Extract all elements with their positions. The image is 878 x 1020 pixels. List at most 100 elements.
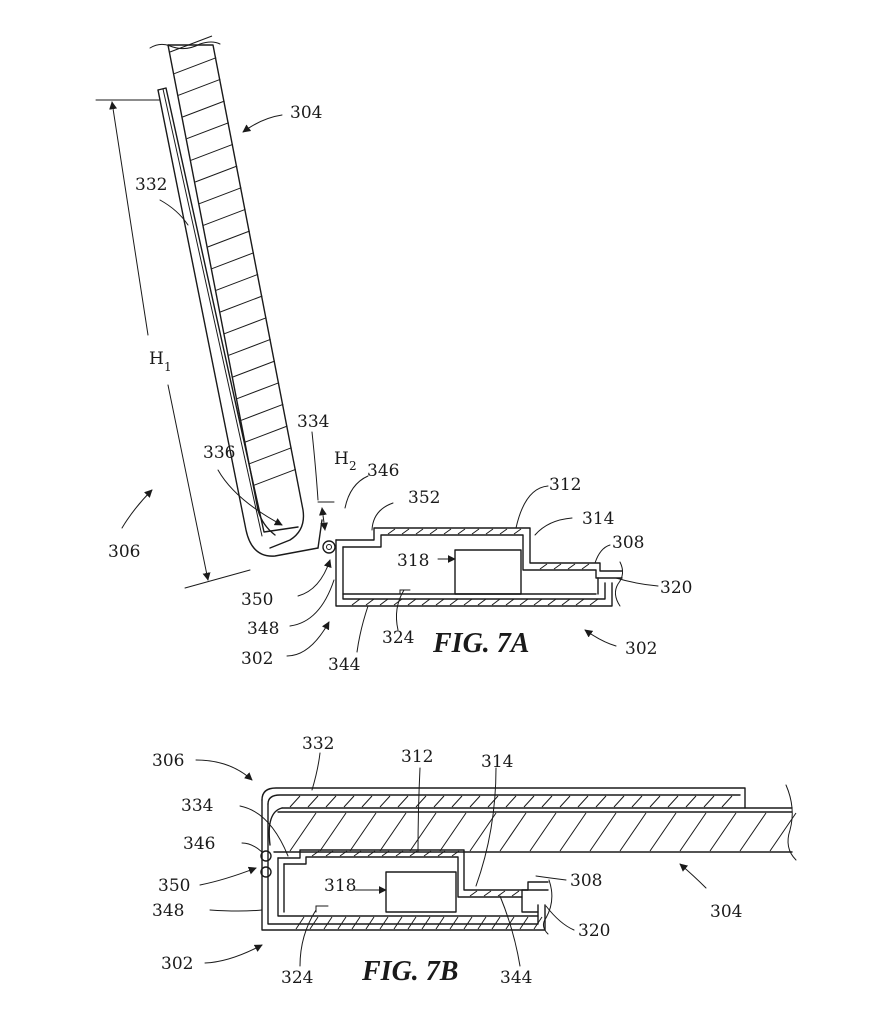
hinge-346 (322, 540, 336, 554)
hatch-line (194, 165, 238, 183)
hatch-line (567, 563, 576, 570)
hatch-line (401, 528, 410, 535)
hatch-line (559, 812, 587, 852)
hatch-line (485, 528, 494, 535)
hatch-line (561, 598, 571, 606)
hatch-line (499, 812, 527, 852)
hatch-line (415, 528, 424, 535)
hatch-line (421, 916, 431, 930)
label-h1: H (149, 349, 164, 369)
hatch-line (451, 850, 460, 857)
label-304-b: 304 (710, 902, 742, 922)
label-346-b: 346 (183, 834, 215, 854)
label-350: 350 (241, 590, 273, 610)
hatch-line (519, 916, 529, 930)
display-housing-304 (149, 35, 305, 549)
hatch-line (523, 795, 535, 808)
hatch-line (351, 598, 361, 606)
hatch-line (497, 890, 506, 897)
label-308: 308 (612, 533, 644, 553)
hatch-line (393, 916, 403, 930)
hatch-line (186, 122, 229, 140)
hatch-line (649, 795, 661, 808)
hatch-line (407, 916, 417, 930)
hatch-line (397, 795, 409, 808)
label-306-b: 306 (152, 751, 184, 771)
hatch-line (667, 795, 679, 808)
hatch-line (679, 812, 707, 852)
hatch-line (513, 528, 522, 535)
hatch-line (529, 812, 557, 852)
hatch-line (337, 916, 347, 930)
hatch-line (349, 812, 377, 852)
hatch-line (421, 598, 431, 606)
hatch-line (539, 563, 548, 570)
display-housing-304-closed (268, 784, 797, 861)
hinge-346-closed (260, 850, 272, 878)
hatch-line (685, 795, 697, 808)
label-332: 332 (135, 175, 167, 195)
hatch-line (409, 850, 418, 857)
hatch-line (423, 850, 432, 857)
label-302-b: 302 (161, 954, 193, 974)
label-324-b: 324 (281, 968, 313, 988)
hatch-line (541, 795, 553, 808)
hatch-line (169, 35, 213, 53)
hatch-line (553, 563, 562, 570)
hatch-line (575, 598, 585, 606)
hatch-line (533, 598, 543, 606)
hatch-line (415, 795, 427, 808)
hatch-line (505, 795, 517, 808)
hatch-line (469, 890, 478, 897)
label-302-right: 302 (625, 639, 657, 659)
panel-332 (157, 87, 299, 537)
hatch-line (435, 916, 445, 930)
hatch-line (491, 598, 501, 606)
label-344-b: 344 (500, 968, 532, 988)
hatch-line (589, 812, 617, 852)
label-352: 352 (408, 488, 440, 508)
hatch-line (381, 850, 390, 857)
hatch-line (323, 916, 333, 930)
label-348-b: 348 (152, 901, 184, 921)
hatch-line (228, 338, 271, 356)
hatch-line (253, 468, 296, 486)
hatch-line (613, 795, 625, 808)
hatch-line (439, 812, 467, 852)
hatch-line (307, 795, 319, 808)
hatch-line (449, 916, 459, 930)
hatch-line (463, 916, 473, 930)
label-306: 306 (108, 542, 140, 562)
hatch-line (319, 812, 347, 852)
hatch-line (457, 528, 466, 535)
figure-7a: 304 332 H 1 334 H 2 336 346 352 312 314 … (95, 35, 692, 675)
label-346: 346 (367, 461, 399, 481)
hatch-line (232, 360, 276, 378)
hatch-line (487, 795, 499, 808)
label-308-b: 308 (570, 871, 602, 891)
hatch-line (577, 795, 589, 808)
label-332-b: 332 (302, 734, 334, 754)
label-312-b: 312 (401, 747, 433, 767)
hatch-line (721, 795, 733, 808)
hatch-line (174, 57, 217, 75)
hatch-line (236, 382, 280, 400)
hatch-line (433, 795, 445, 808)
hatch-line (325, 850, 334, 857)
hatch-line (407, 598, 417, 606)
label-344: 344 (328, 655, 360, 675)
hatch-line (483, 890, 492, 897)
hatch-line (471, 528, 480, 535)
hatch-line (491, 916, 501, 930)
hatch-line (379, 795, 391, 808)
hatch-line (353, 850, 362, 857)
hatch-line (379, 916, 389, 930)
hatch-line (309, 916, 319, 930)
hatch-line (469, 812, 497, 852)
hatch-line (379, 598, 389, 606)
base-enclosure-302-closed (277, 849, 553, 935)
hatch-line (477, 598, 487, 606)
hatch-line (469, 795, 481, 808)
hatch-line (511, 890, 520, 897)
